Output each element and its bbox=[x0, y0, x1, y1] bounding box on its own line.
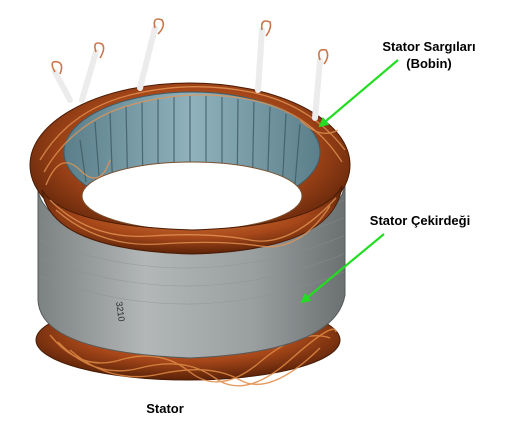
lead-wires bbox=[51, 18, 329, 121]
winding-wire-strands bbox=[39, 86, 346, 248]
stator-windings-label-line1: Stator Sargıları bbox=[382, 39, 476, 54]
bottom-winding-wires bbox=[49, 328, 337, 387]
front-winding bbox=[41, 185, 343, 255]
core-arrow bbox=[300, 233, 385, 304]
bore-interior bbox=[81, 161, 303, 231]
stator-windings-label-line2: (Bobin) bbox=[406, 56, 452, 71]
core-stamp: 3210 bbox=[114, 301, 127, 322]
stator-core-label: Stator Çekirdeği bbox=[369, 213, 471, 228]
figure-caption: Stator bbox=[146, 401, 184, 416]
windings-arrow bbox=[318, 59, 399, 128]
stator-windings-label: Stator Sargıları (Bobin) bbox=[370, 38, 488, 72]
